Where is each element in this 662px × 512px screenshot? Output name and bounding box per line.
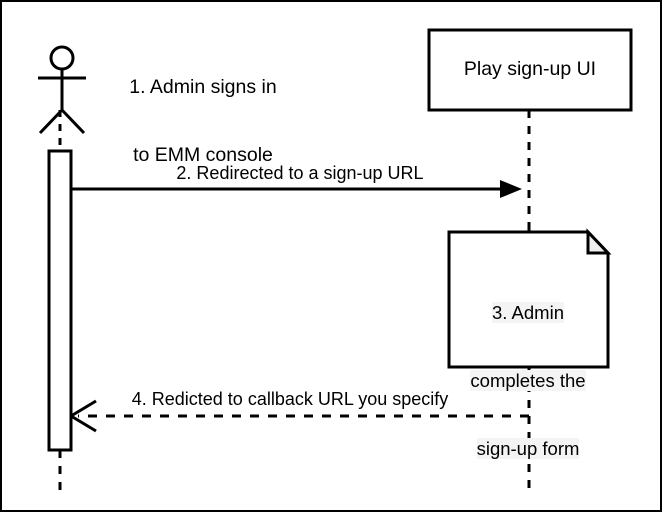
participant-label-play-sign-up-ui: Play sign-up UI: [463, 58, 597, 80]
participant-box-play-sign-up-ui[interactable]: [427, 28, 633, 112]
note-line-1: 3. Admin: [450, 301, 606, 326]
stick-figure-icon: [38, 45, 86, 135]
message-4-arrowhead-icon: [70, 399, 97, 433]
note-line-3: sign-up form: [450, 437, 606, 462]
actor-caption: 1. Admin signs in to EMM console: [97, 31, 309, 212]
note-line-3-text: sign-up form: [476, 437, 580, 459]
note-line-1-text: 3. Admin: [492, 301, 564, 323]
note-line-2-text: completes the: [470, 369, 586, 391]
actor-caption-line-2: to EMM console: [133, 144, 273, 167]
message-2-arrowhead-icon: [500, 180, 522, 198]
sign-up-form-note-shape[interactable]: [447, 230, 610, 369]
actor-caption-line-1: 1. Admin signs in: [129, 76, 277, 99]
message-4-label: 4. Redicted to callback URL you specify: [131, 389, 449, 409]
message-2-label: 2. Redirected to a sign-up URL: [176, 163, 424, 183]
note-fold-corner-icon: [586, 228, 612, 255]
note-line-2: completes the: [450, 369, 606, 394]
sign-up-form-note-text: 3. Admin completes the sign-up form: [450, 258, 606, 505]
actor-activation-bar: [47, 149, 73, 452]
